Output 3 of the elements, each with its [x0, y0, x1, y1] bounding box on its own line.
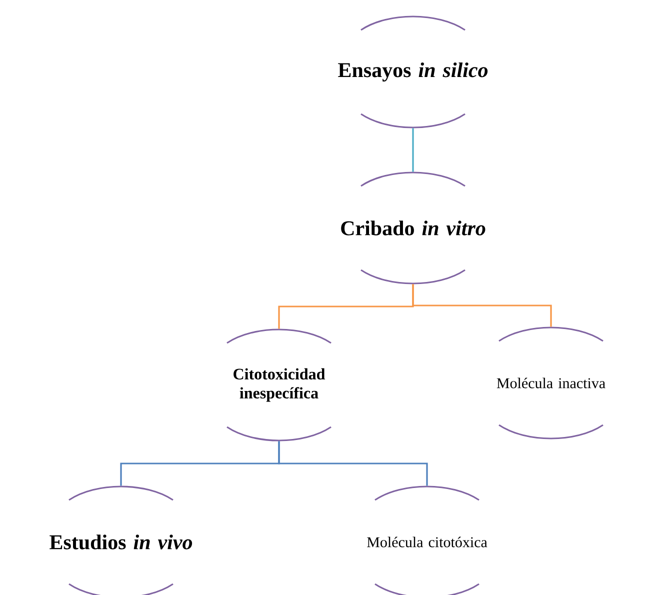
- connector-line: [412, 284, 552, 327]
- connector-line: [412, 128, 414, 172]
- connector-line: [278, 441, 428, 486]
